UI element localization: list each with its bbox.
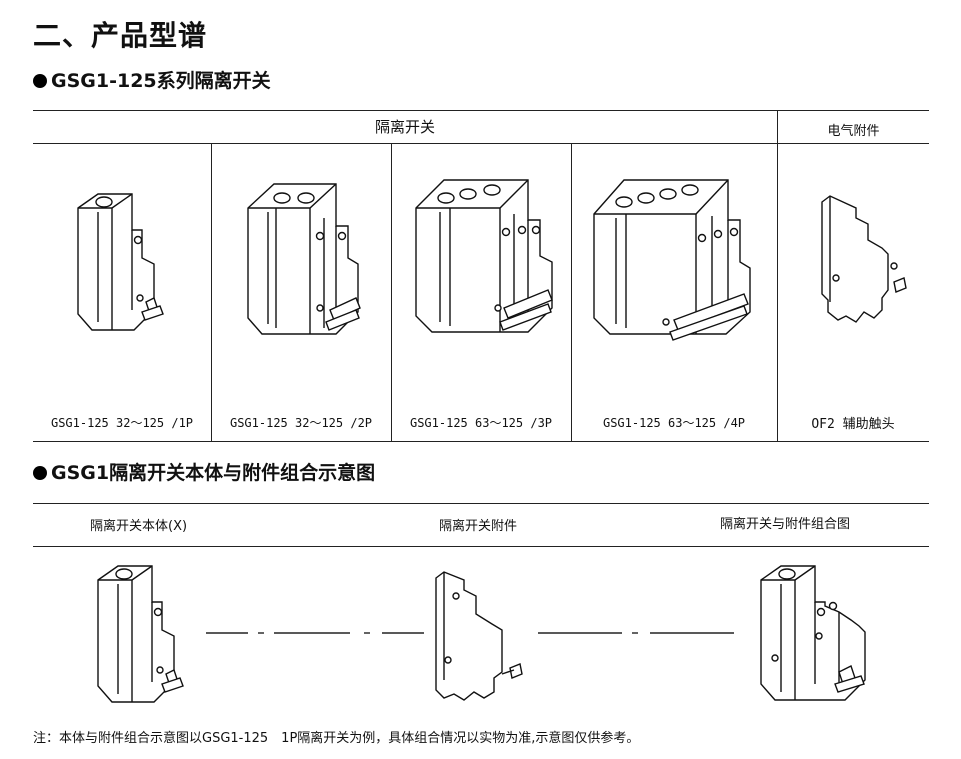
product-caption-4p: GSG1-125 63～125 /4P (602, 416, 746, 430)
breaker-3p-icon (415, 179, 553, 333)
accessory-part-icon (435, 571, 523, 701)
section1-title-text: GSG1-125系列隔离开关 (51, 70, 271, 92)
section1-title: GSG1-125系列隔离开关 (33, 66, 271, 93)
header-accessory-part: 隔离开关附件 (439, 519, 518, 534)
table1-top-border (33, 110, 929, 111)
breaker-2p-icon (247, 183, 361, 335)
footnote: 注：本体与附件组合示意图以GSG1-125 1P隔离开关为例，具体组合情况以实物… (33, 731, 640, 746)
header-body: 隔离开关本体(X) (90, 519, 188, 534)
product-caption-of2: OF2 辅助触头 (811, 417, 895, 432)
header-combination: 隔离开关与附件组合图 (720, 517, 851, 532)
table1-divider (211, 143, 212, 441)
product-caption-1p: GSG1-125 32～125 /1P (50, 416, 194, 430)
product-caption-2p: GSG1-125 32～125 /2P (229, 416, 373, 430)
table1-divider (777, 110, 778, 441)
table1-divider (391, 143, 392, 441)
breaker-body-icon (97, 565, 184, 703)
section2-title: GSG1隔离开关本体与附件组合示意图 (33, 458, 375, 485)
table1-header-border (33, 143, 929, 144)
auxiliary-contact-icon (821, 195, 907, 323)
section2-title-text: GSG1隔离开关本体与附件组合示意图 (51, 462, 376, 484)
header-isolating-switch: 隔离开关 (374, 118, 435, 136)
table1-divider (571, 143, 572, 441)
table1-bottom-border (33, 441, 929, 442)
page-title: 二、产品型谱 (33, 19, 208, 52)
table2-header-border (33, 546, 929, 547)
breaker-1p-icon (77, 193, 164, 331)
connector-dash-line (206, 632, 424, 634)
connector-dash-line (538, 632, 734, 634)
table2-top-border (33, 503, 929, 504)
bullet-icon (33, 74, 47, 88)
breaker-4p-icon (593, 179, 751, 341)
header-accessory: 电气附件 (827, 124, 880, 139)
bullet-icon (33, 466, 47, 480)
combined-assembly-icon (760, 565, 866, 701)
product-caption-3p: GSG1-125 63～125 /3P (409, 416, 553, 430)
